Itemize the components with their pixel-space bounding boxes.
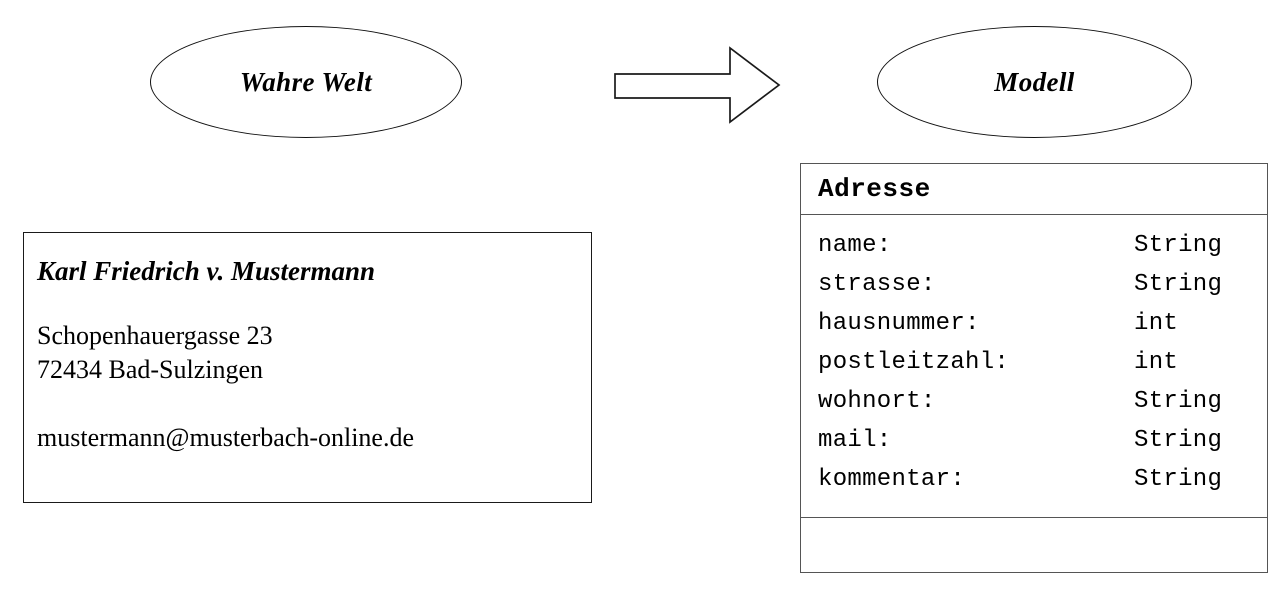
uml-attribute-row: postleitzahl: int bbox=[818, 349, 1267, 388]
address-card-street: Schopenhauergasse 23 bbox=[37, 320, 273, 350]
uml-attribute-row: wohnort: String bbox=[818, 388, 1267, 427]
address-card: Karl Friedrich v. Mustermann Schopenhaue… bbox=[23, 232, 592, 503]
uml-class-name-compartment: Adresse bbox=[801, 164, 1267, 215]
uml-attribute-row: mail: String bbox=[818, 427, 1267, 466]
address-card-city: 72434 Bad-Sulzingen bbox=[37, 355, 264, 385]
uml-attribute-name: mail: bbox=[818, 427, 892, 454]
maps-to-arrow-icon bbox=[608, 42, 788, 128]
uml-attribute-type: String bbox=[1134, 427, 1223, 454]
uml-attribute-name: strasse: bbox=[818, 271, 936, 298]
uml-class-name: Adresse bbox=[818, 174, 931, 204]
uml-attribute-type: int bbox=[1134, 349, 1179, 376]
ellipse-modell: Modell bbox=[877, 26, 1192, 138]
uml-attribute-name: wohnort: bbox=[818, 388, 936, 415]
arrow-svg bbox=[614, 46, 781, 124]
uml-class-adresse: Adresse name: String strasse: String hausnum… bbox=[800, 163, 1268, 573]
uml-attribute-row: hausnummer: int bbox=[818, 310, 1267, 349]
uml-attribute-name: hausnummer: bbox=[818, 310, 980, 337]
uml-attribute-type: int bbox=[1134, 310, 1179, 337]
uml-attribute-type: String bbox=[1134, 271, 1223, 298]
uml-attribute-type: String bbox=[1134, 232, 1223, 259]
uml-attribute-name: postleitzahl: bbox=[818, 349, 1010, 376]
ellipse-wahre-welt: Wahre Welt bbox=[150, 26, 462, 138]
address-card-name: Karl Friedrich v. Mustermann bbox=[37, 256, 376, 286]
address-card-spacer-2 bbox=[37, 387, 591, 421]
arrow-shape bbox=[614, 46, 781, 124]
uml-attribute-row: name: String bbox=[818, 232, 1267, 271]
uml-attribute-row: kommentar: String bbox=[818, 466, 1267, 505]
uml-attribute-row: strasse: String bbox=[818, 271, 1267, 310]
uml-attribute-name: name: bbox=[818, 232, 892, 259]
address-card-email: mustermann@musterbach-online.de bbox=[37, 423, 414, 453]
ellipse-wahre-welt-label: Wahre Welt bbox=[239, 66, 373, 97]
address-card-spacer-1 bbox=[37, 289, 591, 319]
uml-attribute-type: String bbox=[1134, 466, 1223, 493]
ellipse-modell-label: Modell bbox=[994, 66, 1075, 97]
uml-attribute-name: kommentar: bbox=[818, 466, 966, 493]
uml-attribute-type: String bbox=[1134, 388, 1223, 415]
uml-operations-compartment bbox=[801, 518, 1267, 572]
